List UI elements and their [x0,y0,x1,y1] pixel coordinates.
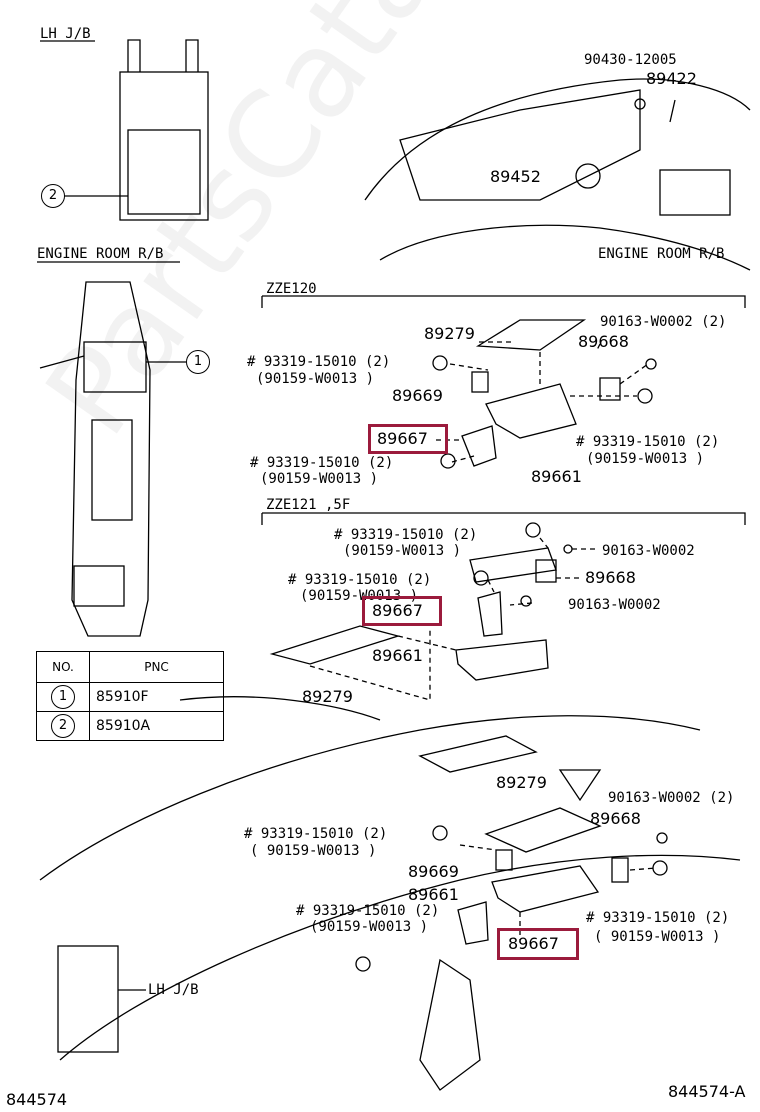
part-89668: 89668 [585,568,636,587]
part-93319-c: # 93319-15010 (2) [586,910,730,926]
section-title-zze120: ZZE120 [266,281,317,297]
callout-2: 2 [41,184,65,208]
engine-room-rb-label: ENGINE ROOM R/B [37,246,164,262]
part-89669: 89669 [392,386,443,405]
part-90159-a: (90159-W0013 ) [256,371,375,387]
part-89667: 89667 [508,934,559,953]
part-89661: 89661 [408,885,459,904]
section-title-zze121: ZZE121 ,5F [266,497,351,513]
part-90159-a: ( 90159-W0013 ) [250,843,377,859]
row-number: 2 [51,714,75,738]
table-header-no: NO. [36,651,90,683]
part-90159-b: (90159-W0013 ) [260,471,379,487]
part-90159-c: (90159-W0013 ) [586,451,705,467]
pnc-table: NO. PNC 1 85910F 2 85910A [36,651,224,741]
part-90159-b: (90159-W0013 ) [300,588,419,604]
part-89422: 89422 [646,69,697,88]
part-90430: 90430-12005 [584,52,677,68]
part-90163: 90163-W0002 (2) [608,790,735,806]
table-row: 1 85910F [36,682,224,712]
illustration-code-right: 844574-A [668,1082,746,1101]
part-93319-a: # 93319-15010 (2) [334,527,478,543]
lh-jb-label-dash: LH J/B [148,982,199,998]
row-pnc: 85910A [89,711,224,741]
part-90163: 90163-W0002 (2) [600,314,727,330]
part-93319-b: # 93319-15010 (2) [250,455,394,471]
part-93319-a: # 93319-15010 (2) [247,354,391,370]
part-89668: 89668 [590,809,641,828]
part-89668: 89668 [578,332,629,351]
part-93319-c: # 93319-15010 (2) [576,434,720,450]
callout-1: 1 [186,350,210,374]
row-pnc: 85910F [89,682,224,712]
highlight-89667-zze120 [368,424,448,454]
part-89661: 89661 [372,646,423,665]
table-row: 2 85910A [36,711,224,741]
part-89279: 89279 [424,324,475,343]
engine-room-rb-label-2: ENGINE ROOM R/B [598,246,725,262]
part-89667: 89667 [372,601,423,620]
illustration-code-left: 844574 [6,1090,68,1109]
part-93319-a: # 93319-15010 (2) [244,826,388,842]
part-90163-a: 90163-W0002 [602,543,695,559]
part-93319-b: # 93319-15010 (2) [288,572,432,588]
row-number: 1 [51,685,75,709]
part-90163-b: 90163-W0002 [568,597,661,613]
part-89661: 89661 [531,467,582,486]
part-89667: 89667 [377,429,428,448]
part-89452: 89452 [490,167,541,186]
highlight-89667-zze121 [362,596,442,626]
part-89279: 89279 [496,773,547,792]
table-header-pnc: PNC [89,651,224,683]
part-90159-b: (90159-W0013 ) [310,919,429,935]
part-90159-a: (90159-W0013 ) [343,543,462,559]
part-90159-c: ( 90159-W0013 ) [594,929,721,945]
part-93319-b: # 93319-15010 (2) [296,903,440,919]
part-89279: 89279 [302,687,353,706]
highlight-89667-dash [497,928,579,960]
part-89669: 89669 [408,862,459,881]
lh-jb-label: LH J/B [40,26,91,42]
